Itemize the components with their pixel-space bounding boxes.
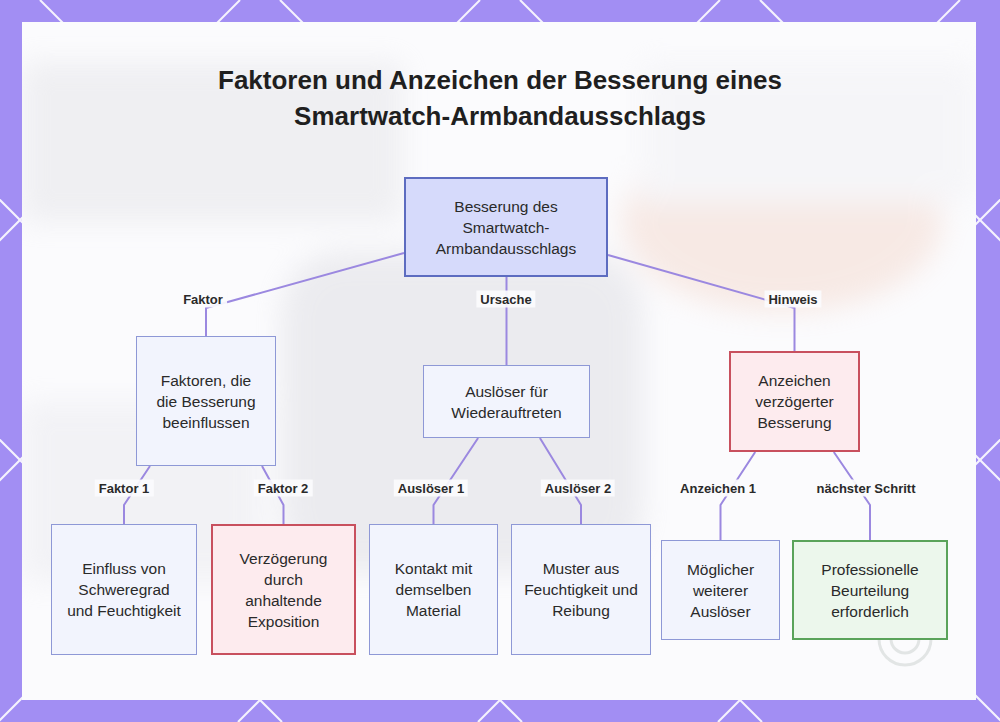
- concept-box: Muster aus Feuchtigkeit und Reibung: [511, 524, 651, 655]
- connector-line: [206, 253, 404, 336]
- edge-label: Auslöser 2: [541, 480, 615, 497]
- box-content: Einfluss von Schweregrad und Feuchtigkei…: [64, 558, 184, 621]
- box-text: Möglicher weiterer Auslöser: [674, 559, 767, 622]
- edge-label: Hinweis: [764, 291, 821, 308]
- concept-box: Anzeichen verzögerter Besserung: [729, 351, 860, 452]
- box-text: Muster aus Feuchtigkeit und Reibung: [524, 558, 638, 621]
- box-text: Verzögerung durch anhaltende Exposition: [225, 548, 342, 632]
- edge-label: Ursache: [476, 291, 535, 308]
- edge-label: Faktor 2: [254, 480, 313, 497]
- edge-label: Anzeichen 1: [676, 480, 760, 497]
- concept-box: Professionelle Beurteilung erforderlich: [792, 540, 948, 640]
- box-content: Kontakt mit demselben Material: [382, 558, 485, 621]
- connector-path: [206, 253, 404, 336]
- diagram-title: Faktoren und Anzeichen der Besserung ein…: [210, 62, 790, 134]
- edge-label: Auslöser 1: [394, 480, 468, 497]
- concept-box: Verzögerung durch anhaltende Exposition: [211, 524, 356, 655]
- box-text: Einfluss von Schweregrad und Feuchtigkei…: [64, 558, 184, 621]
- box-text: Anzeichen verzögerter Besserung: [743, 370, 846, 433]
- box-content: Besserung des Smartwatch-Armbandausschla…: [418, 196, 594, 259]
- box-content: Auslöser für Wiederauftreten: [436, 381, 577, 423]
- root-box: Besserung des Smartwatch-Armbandausschla…: [404, 177, 608, 277]
- edge-label: Faktor: [179, 291, 227, 308]
- edge-label: nächster Schritt: [813, 480, 920, 497]
- concept-box: Faktoren, die die Besserung beeinflussen: [136, 336, 276, 466]
- concept-box: Auslöser für Wiederauftreten: [423, 365, 590, 438]
- box-content: Verzögerung durch anhaltende Exposition: [225, 548, 342, 632]
- box-content: Anzeichen verzögerter Besserung: [743, 370, 846, 433]
- box-text: Faktoren, die die Besserung beeinflussen: [149, 370, 263, 433]
- concept-box: Möglicher weiterer Auslöser: [661, 540, 780, 640]
- box-text: Auslöser für Wiederauftreten: [436, 381, 577, 423]
- concept-box: Kontakt mit demselben Material: [369, 524, 498, 655]
- concept-box: Einfluss von Schweregrad und Feuchtigkei…: [51, 524, 197, 655]
- edge-label: Faktor 1: [95, 480, 154, 497]
- box-text: Professionelle Beurteilung erforderlich: [806, 559, 934, 622]
- box-content: Muster aus Feuchtigkeit und Reibung: [524, 558, 638, 621]
- box-content: Professionelle Beurteilung erforderlich: [806, 559, 934, 622]
- box-content: Faktoren, die die Besserung beeinflussen: [149, 370, 263, 433]
- box-content: Möglicher weiterer Auslöser: [674, 559, 767, 622]
- box-text: Besserung des Smartwatch-Armbandausschla…: [418, 196, 594, 259]
- box-text: Kontakt mit demselben Material: [382, 558, 485, 621]
